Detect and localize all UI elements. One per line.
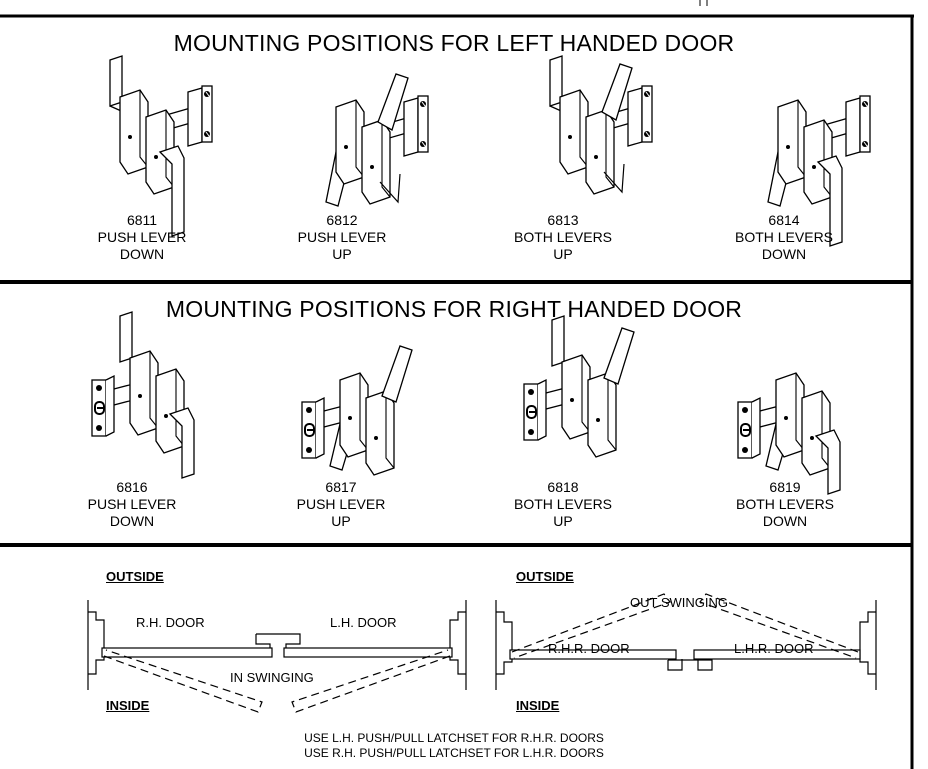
caption-6813: 6813 BOTH LEVERS UP [483, 212, 643, 263]
latch-6819-illustration [737, 372, 841, 495]
in-outside-label: OUTSIDE [106, 569, 164, 584]
caption-line1: PUSH LEVER [296, 496, 386, 512]
out-swinging-label: OUT SWINGING [630, 595, 728, 610]
model-number: 6818 [547, 479, 579, 495]
out-outside-label: OUTSIDE [516, 569, 574, 584]
caption-line1: PUSH LEVER [97, 229, 187, 245]
caption-line1: BOTH LEVERS [513, 496, 613, 512]
caption-line2: UP [331, 513, 351, 529]
latch-6818-illustration [523, 315, 635, 458]
caption-6816: 6816 PUSH LEVER DOWN [52, 479, 212, 530]
lh-door-label: L.H. DOOR [330, 615, 397, 630]
right-door-title: MOUNTING POSITIONS FOR RIGHT HANDED DOOR [165, 296, 743, 322]
rh-door-label: R.H. DOOR [136, 615, 205, 630]
latch-6813-illustration [549, 55, 653, 195]
in-swinging-plan [87, 600, 467, 713]
caption-line1: BOTH LEVERS [735, 496, 835, 512]
caption-line1: PUSH LEVER [87, 496, 177, 512]
caption-6817: 6817 PUSH LEVER UP [261, 479, 421, 530]
left-door-title: MOUNTING POSITIONS FOR LEFT HANDED DOOR [173, 30, 735, 56]
caption-line2: DOWN [119, 246, 165, 262]
caption-line2: DOWN [761, 246, 807, 262]
latch-6811-illustration [109, 55, 213, 237]
model-number: 6812 [326, 212, 358, 228]
caption-line1: BOTH LEVERS [734, 229, 834, 245]
latch-6812-illustration [325, 73, 429, 207]
caption-line1: BOTH LEVERS [513, 229, 613, 245]
caption-6811: 6811 PUSH LEVER DOWN [62, 212, 222, 263]
caption-6819: 6819 BOTH LEVERS DOWN [705, 479, 865, 530]
caption-6812: 6812 PUSH LEVER UP [262, 212, 422, 263]
model-number: 6813 [547, 212, 579, 228]
caption-line2: UP [553, 246, 573, 262]
in-swinging-label: IN SWINGING [230, 670, 314, 685]
caption-6818: 6818 BOTH LEVERS UP [483, 479, 643, 530]
note-line: USE L.H. PUSH/PULL LATCHSET FOR R.H.R. D… [304, 731, 604, 745]
caption-6814: 6814 BOTH LEVERS DOWN [704, 212, 864, 263]
caption-line1: PUSH LEVER [297, 229, 387, 245]
out-inside-label: INSIDE [516, 698, 560, 713]
latch-6816-illustration [91, 311, 195, 479]
caption-line2: UP [332, 246, 352, 262]
in-inside-label: INSIDE [106, 698, 150, 713]
out-swinging-plan [495, 593, 877, 690]
model-number: 6817 [325, 479, 357, 495]
model-number: 6811 [126, 212, 158, 228]
caption-line2: DOWN [762, 513, 808, 529]
latch-6817-illustration [301, 345, 413, 476]
caption-line2: DOWN [109, 513, 155, 529]
rhr-door-label: R.H.R. DOOR [548, 641, 630, 656]
latchset-notes: USE L.H. PUSH/PULL LATCHSET FOR R.H.R. D… [0, 731, 908, 761]
model-number: 6814 [768, 212, 800, 228]
note-line: USE R.H. PUSH/PULL LATCHSET FOR L.H.R. D… [304, 746, 604, 760]
model-number: 6819 [769, 479, 801, 495]
caption-line2: UP [553, 513, 573, 529]
lhr-door-label: L.H.R. DOOR [734, 641, 814, 656]
model-number: 6816 [116, 479, 148, 495]
